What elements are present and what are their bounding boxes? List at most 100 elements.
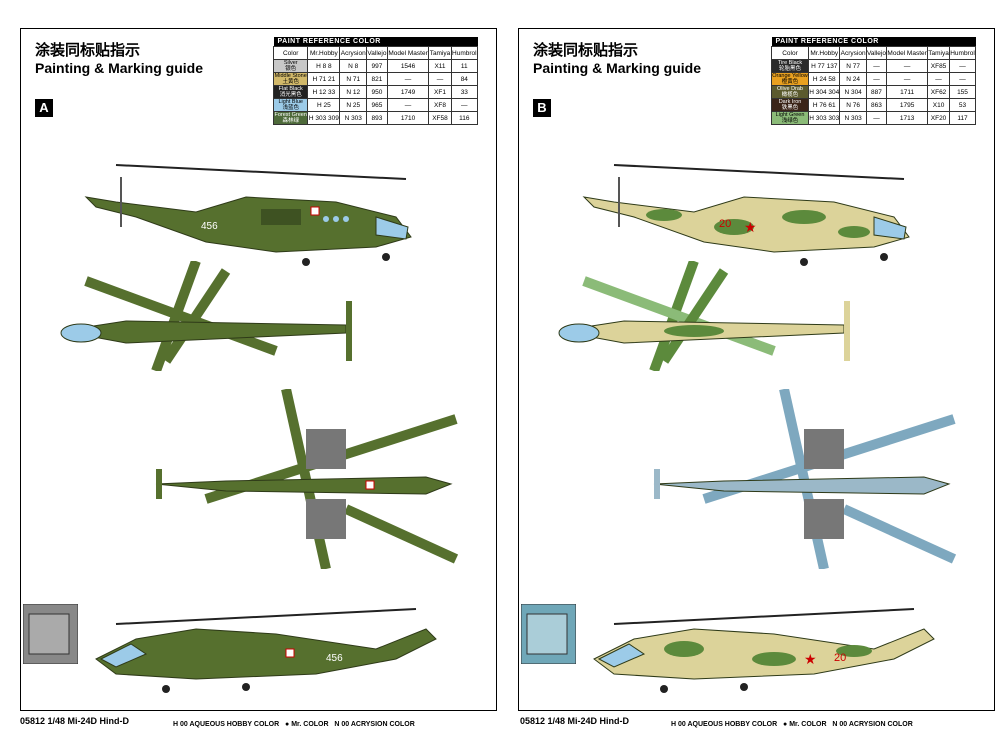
- cell-vallejo: 950: [366, 85, 388, 99]
- cell-humbrol: 33: [450, 85, 479, 99]
- cell-modelmaster: —: [886, 59, 929, 73]
- cell-modelmaster: —: [886, 72, 929, 86]
- color-name-cn: 轮胎黑色: [779, 66, 802, 72]
- cell-mrhobby: H 303 309: [307, 111, 341, 125]
- cell-mrhobby: H 303 303: [808, 111, 841, 125]
- table-title: PAINT REFERENCE COLOR: [273, 37, 478, 47]
- color-name-en: Silver: [283, 60, 298, 66]
- cell-acrysion: N 8: [339, 59, 368, 73]
- cell-humbrol: 11: [450, 59, 479, 73]
- cell-humbrol: 84: [450, 72, 479, 86]
- page-b: 涂装同标贴指示 Painting & Marking guide B PAINT…: [518, 28, 995, 728]
- cell-acrysion: N 24: [839, 72, 867, 86]
- col-acrysion: Acrysion: [339, 46, 368, 60]
- heading-en: Painting & Marking guide: [35, 60, 204, 76]
- legend-a: H 00 AQUEOUS HOBBY COLOR ● Mr. COLOR N 0…: [173, 721, 415, 728]
- cell-mrhobby: H 76 61: [808, 98, 841, 112]
- cell-tamiya: XF8: [428, 98, 452, 112]
- cell-acrysion: N 304: [839, 85, 867, 99]
- cell-acrysion: N 71: [339, 72, 368, 86]
- table-title: PAINT REFERENCE COLOR: [771, 37, 976, 47]
- helicopter-side-view-a: 456: [84, 164, 412, 266]
- color-name-cn: 橄榄色: [781, 92, 799, 98]
- color-name-cn: 消光黑色: [279, 92, 302, 98]
- detail-inset-a: [23, 604, 78, 664]
- cell-acrysion: N 76: [839, 98, 867, 112]
- col-mrhobby: Mr.Hobby: [808, 46, 841, 60]
- helicopter-top-view-b: [558, 261, 850, 371]
- color-name-cn: 银色: [285, 66, 297, 72]
- cell-mrhobby: H 71 21: [307, 72, 341, 86]
- cell-tamiya: X10: [927, 98, 950, 112]
- serial-number: 456: [326, 653, 343, 664]
- col-modelmaster: Model Master: [886, 46, 929, 60]
- cell-acrysion: N 12: [339, 85, 368, 99]
- heading-cn: 涂装同标贴指示: [35, 41, 141, 59]
- cell-humbrol: 117: [949, 111, 976, 125]
- cell-acrysion: N 303: [839, 111, 867, 125]
- col-humbrol: Humbrol: [949, 46, 976, 60]
- color-name-en: Light Green: [775, 112, 805, 118]
- legend-mr: Mr. COLOR: [789, 721, 827, 728]
- legend-b: H 00 AQUEOUS HOBBY COLOR ● Mr. COLOR N 0…: [671, 721, 913, 728]
- cell-humbrol: 53: [949, 98, 976, 112]
- cell-vallejo: 965: [366, 98, 388, 112]
- helicopter-right-view-b: 20 ★: [593, 608, 935, 693]
- col-humbrol: Humbrol: [450, 46, 479, 60]
- cell-vallejo: —: [865, 72, 888, 86]
- cell-tamiya: XF58: [428, 111, 452, 125]
- page-a: 涂装同标贴指示 Painting & Marking guide A PAINT…: [20, 28, 497, 728]
- cell-mrhobby: H 77 137: [808, 59, 841, 73]
- color-name-cn: 森林绿: [282, 118, 299, 124]
- cell-modelmaster: 1710: [386, 111, 430, 125]
- paint-reference-table-a: PAINT REFERENCE COLOR Color Mr.Hobby Acr…: [272, 37, 479, 125]
- col-mrhobby: Mr.Hobby: [307, 46, 341, 60]
- cell-vallejo: 821: [366, 72, 388, 86]
- cell-mrhobby: H 24 58: [808, 72, 841, 86]
- red-star-icon: ★: [804, 651, 817, 667]
- color-name-en: Dark Iron: [778, 99, 802, 105]
- color-name-en: Forest Green: [274, 112, 307, 118]
- footer-b: 05812 1/48 Mi-24D Hind-D: [520, 716, 630, 726]
- color-name-en: Light Blue: [278, 99, 303, 105]
- helicopter-right-view-a: 456: [95, 608, 437, 693]
- helicopter-bottom-view-a: [155, 389, 459, 569]
- cell-humbrol: 116: [450, 111, 479, 125]
- scheme-badge-b: B: [533, 99, 551, 117]
- color-name-cn: 浅蓝色: [282, 105, 299, 111]
- serial-number: 20: [834, 652, 846, 664]
- cell-vallejo: —: [865, 111, 888, 125]
- color-name-en: Middle Stone: [274, 73, 307, 79]
- color-name-en: Olive Drab: [777, 86, 803, 92]
- helicopter-bottom-view-b: [653, 389, 957, 569]
- cell-vallejo: 997: [366, 59, 388, 73]
- cell-tamiya: XF1: [428, 85, 452, 99]
- cell-humbrol: 155: [949, 85, 976, 99]
- col-vallejo: Vallejo: [865, 46, 888, 60]
- col-acrysion: Acrysion: [839, 46, 867, 60]
- col-tamiya: Tamiya: [927, 46, 950, 60]
- cell-mrhobby: H 25: [307, 98, 341, 112]
- legend-aqueous: H 00 AQUEOUS HOBBY COLOR: [173, 721, 280, 728]
- serial-number: 456: [201, 221, 218, 232]
- footer-a: 05812 1/48 Mi-24D Hind-D: [20, 716, 130, 726]
- cell-tamiya: X11: [428, 59, 452, 73]
- cell-acrysion: N 77: [839, 59, 867, 73]
- col-vallejo: Vallejo: [366, 46, 388, 60]
- col-color: Color: [770, 46, 810, 60]
- col-color: Color: [272, 46, 309, 60]
